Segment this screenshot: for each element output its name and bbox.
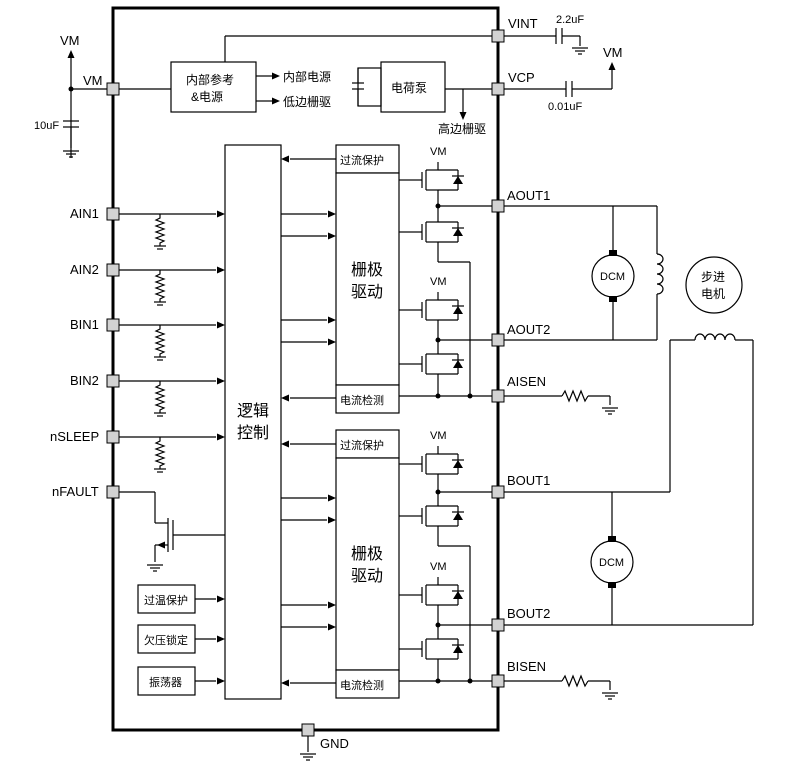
pin-bin2: BIN2 [70,373,99,388]
pin-aout1: AOUT1 [507,188,550,203]
stepper-motor: 步进 电机 [669,256,754,625]
protection-blocks: 过温保护 欠压锁定 振荡器 [137,584,225,696]
cap-vint-label: 2.2uF [556,14,584,26]
dcm-b-label: DCM [599,557,624,569]
low-side-gate-label: 低边栅驱 [283,94,331,109]
gnd-network [299,736,317,761]
pin-bout2: BOUT2 [507,606,550,621]
ref-label-2: &电源 [191,90,223,104]
otp-label: 过温保护 [144,593,188,607]
gate-a-label-1: 栅极 [351,261,383,279]
pin-vm: VM [83,73,103,88]
pin-ain2: AIN2 [70,262,99,277]
pin-bout1: BOUT1 [507,473,550,488]
gate-b-label-1: 栅极 [351,545,383,563]
nfault-open-drain [119,491,225,572]
pin-gnd: GND [320,736,349,751]
gate-drive-a: 过流保护 栅极 驱动 电流检测 [281,144,400,414]
charge-pump-label: 电荷泵 [391,81,427,95]
pin-nsleep: nSLEEP [50,429,99,444]
gate-b-label-2: 驱动 [351,567,383,585]
internal-power-label: 内部电源 [283,69,331,84]
ocp-b-label: 过流保护 [340,438,384,452]
motor-a-wiring: DCM [504,205,664,341]
vm-supply-label: VM [60,33,80,48]
pin-bisen: BISEN [507,659,546,674]
high-side-gate-label: 高边栅驱 [438,121,486,136]
vm-supply-network: VM 10uF [34,33,107,158]
bridge-a2-vm-label: VM [430,276,447,288]
cap-vm-label: 10uF [34,120,59,132]
isense-a-label: 电流检测 [340,393,384,407]
pin-nfault: nFAULT [52,484,99,499]
vint-network: 2.2uF [224,14,589,62]
logic-label-1: 逻辑 [237,402,269,420]
input-lines [119,210,225,473]
ic-outline [111,6,500,732]
h-bridge-a: VM VM [399,146,492,399]
pin-ain1: AIN1 [70,206,99,221]
charge-pump-block: 电荷泵 高边栅驱 [352,61,492,136]
motor-b-wiring: DCM [504,491,753,626]
sense-resistor-b [504,674,619,700]
h-bridge-b: VM VM [399,430,492,684]
pin-vcp: VCP [508,70,535,85]
cap-vcp-label: 0.01uF [548,101,583,113]
internal-reference-block: 内部参考 &电源 内部电源 低边栅驱 [119,61,331,113]
stepper-label-1: 步进 [701,270,725,284]
gate-a-label-2: 驱动 [351,283,383,301]
isense-b-label: 电流检测 [340,678,384,692]
vcp-network: VM 0.01uF [504,45,623,113]
pin-aisen: AISEN [507,374,546,389]
pin-vint: VINT [508,16,538,31]
logic-control-block: 逻辑 控制 [224,144,282,700]
sense-resistor-a [504,389,619,415]
ref-label-1: 内部参考 [186,72,234,87]
bridge-a1-vm-label: VM [430,146,447,158]
dcm-a-label: DCM [600,271,625,283]
bridge-b1-vm-label: VM [430,430,447,442]
oscillator-label: 振荡器 [149,675,182,689]
gate-drive-b: 过流保护 栅极 驱动 电流检测 [281,429,400,699]
stepper-label-2: 电机 [701,287,725,301]
logic-label-2: 控制 [237,424,269,442]
pin-aout2: AOUT2 [507,322,550,337]
bridge-b2-vm-label: VM [430,561,447,573]
uvlo-label: 欠压锁定 [144,633,188,647]
vm-pump-label: VM [603,45,623,60]
pin-bin1: BIN1 [70,317,99,332]
ocp-a-label: 过流保护 [340,153,384,167]
